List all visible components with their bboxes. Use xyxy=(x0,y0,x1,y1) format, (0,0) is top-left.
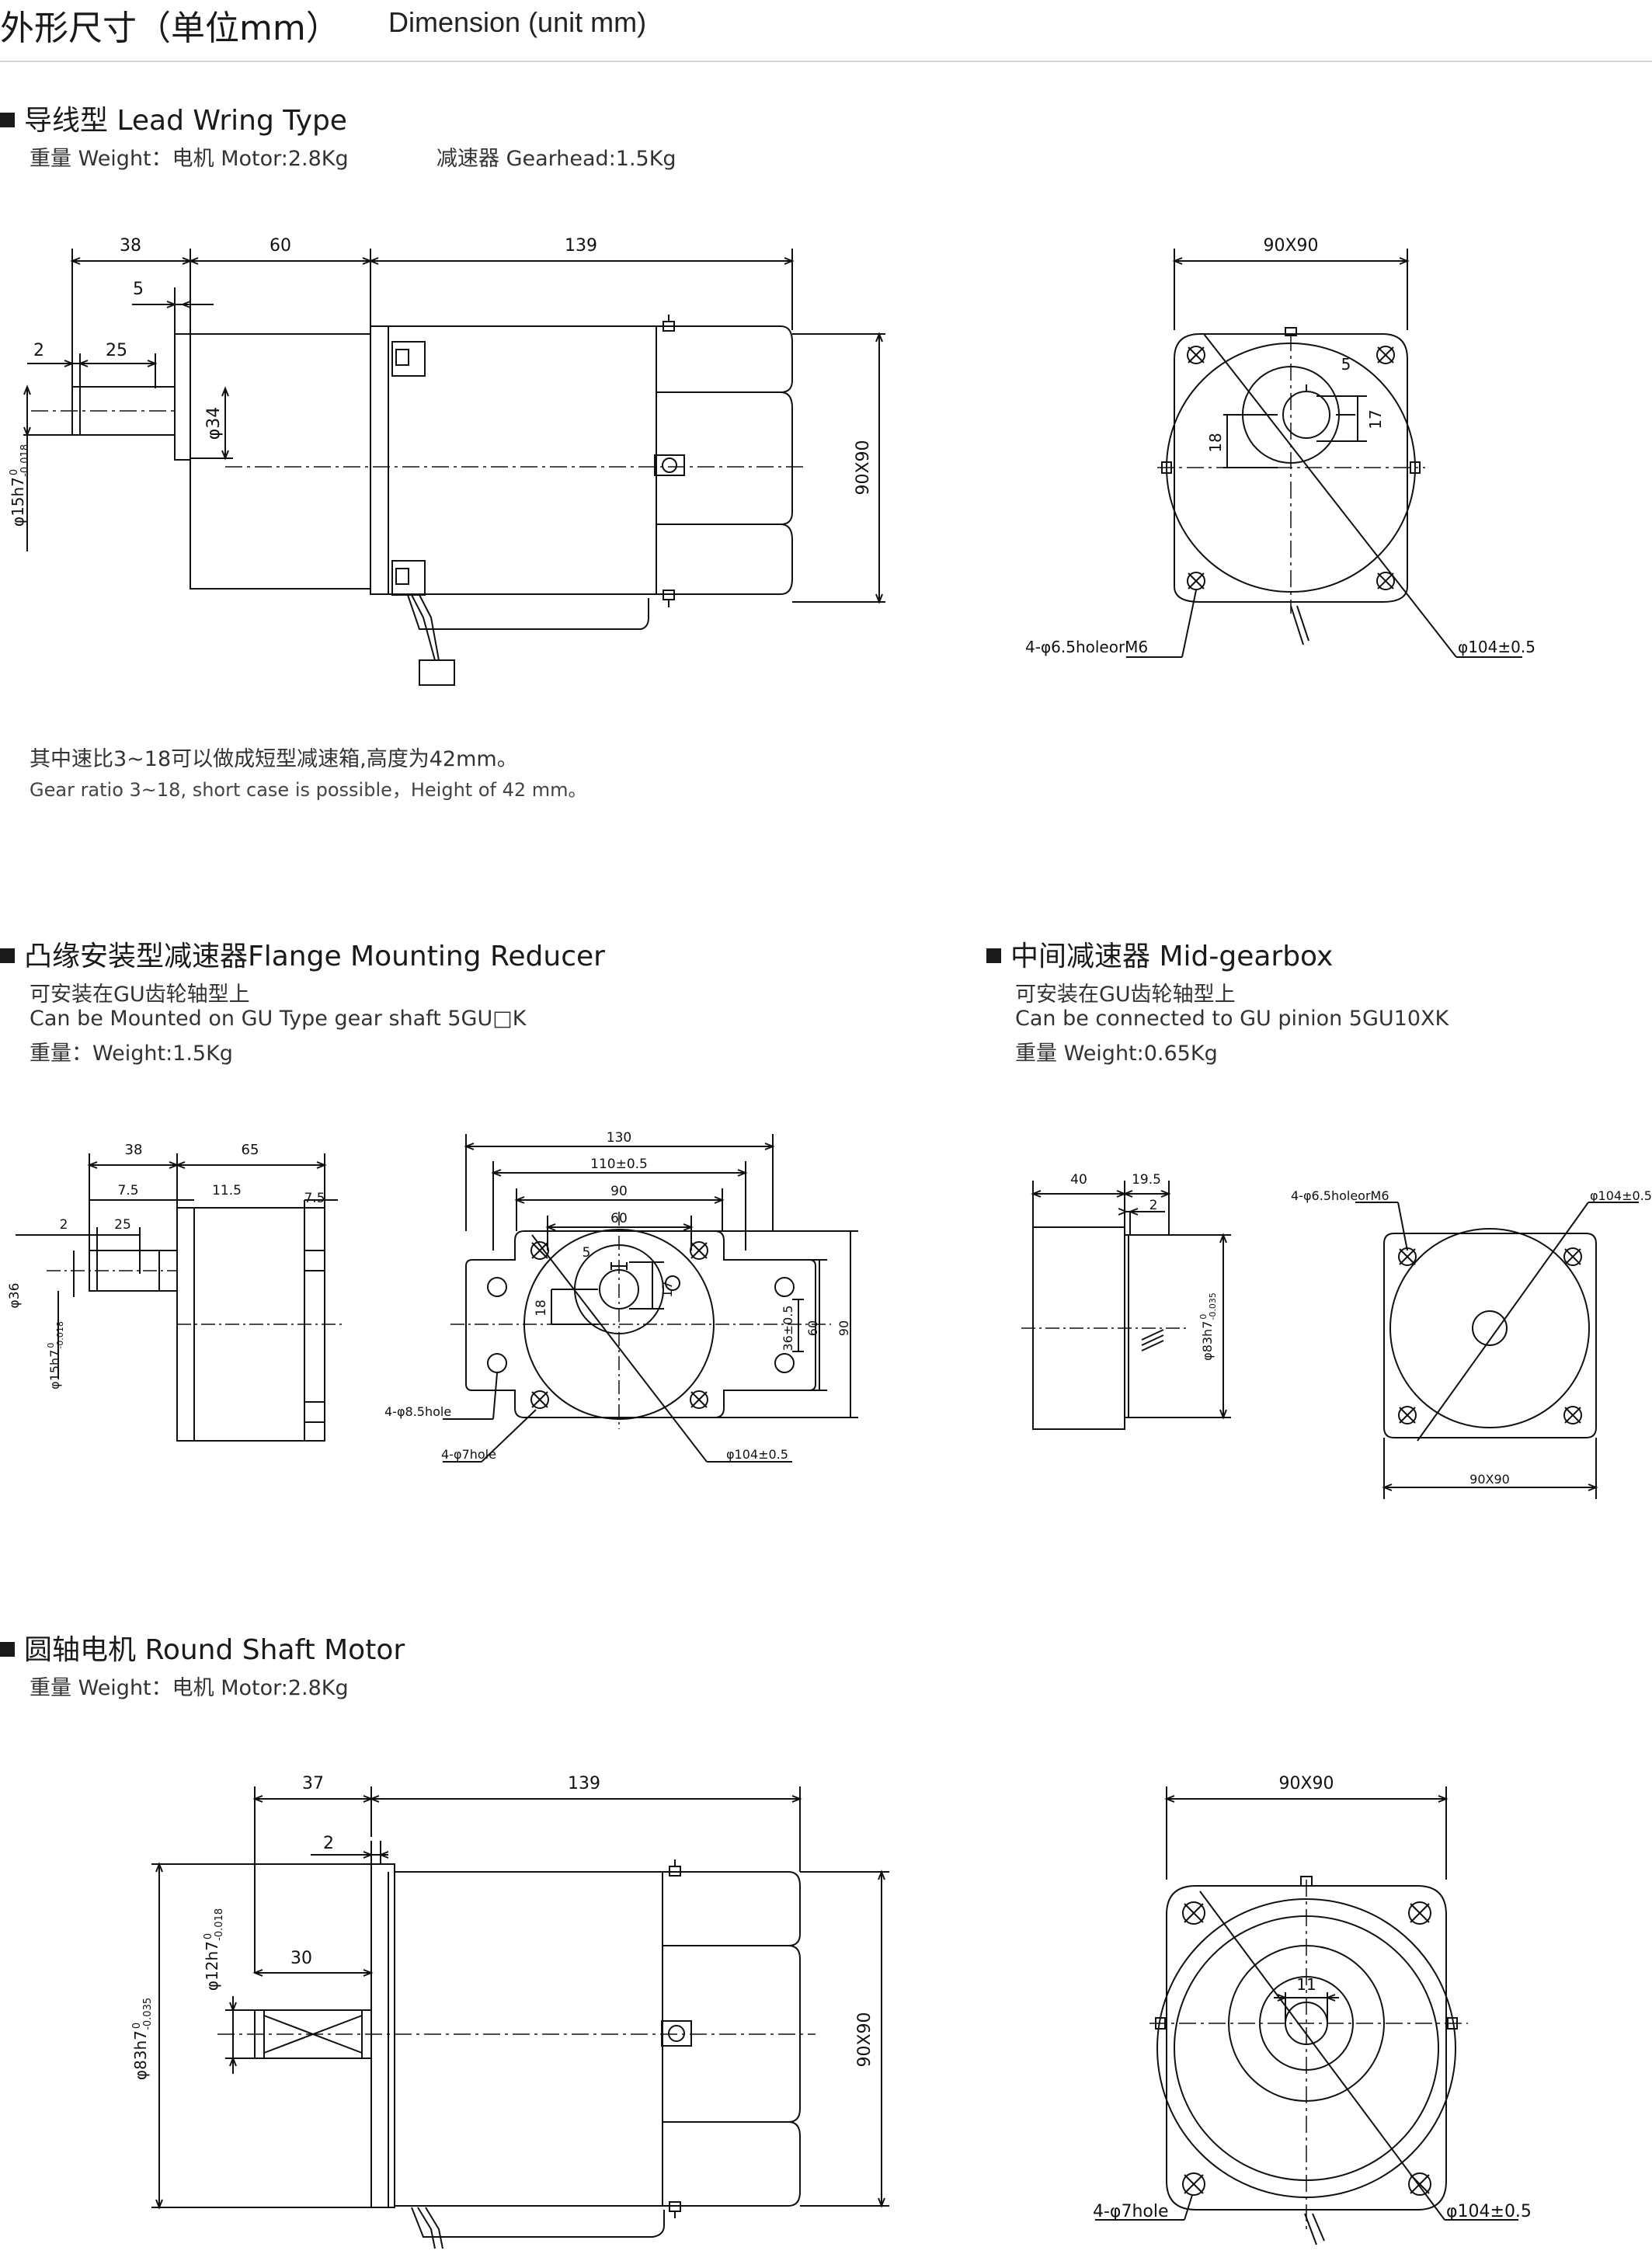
lead-wire-front-view-drawing: 90X90 5 17 18 4-φ6.5holeorM6 φ104±0.5 xyxy=(1025,236,1535,658)
label-outer-diameter: φ104±0.5 xyxy=(1446,2202,1532,2221)
dim-phi36: φ36 xyxy=(7,1283,23,1309)
label-holes-8-5: 4-φ8.5hole xyxy=(384,1404,451,1419)
dim-phi12: φ12h70-0.018 xyxy=(203,1908,225,1991)
dim-37: 37 xyxy=(302,1774,324,1793)
dim-phi83: φ83h70-0.035 xyxy=(131,1998,154,2080)
label-outer-diameter: φ104±0.5 xyxy=(1590,1188,1652,1203)
dim-38: 38 xyxy=(120,236,141,256)
dim-2: 2 xyxy=(323,1834,334,1853)
dim-phi34: φ34 xyxy=(204,407,224,440)
flange-side-view-drawing: 38 65 7.5 11.5 7.5 2 25 φ36 φ15h70-0.018 xyxy=(7,1142,342,1442)
section-title-lead-wire: 导线型 Lead Wring Type xyxy=(0,98,347,138)
dim-2: 2 xyxy=(60,1217,68,1233)
bullet-square-icon xyxy=(0,113,15,127)
dim-139: 139 xyxy=(568,1774,600,1793)
dim-top-90x90: 90X90 xyxy=(1278,1774,1334,1793)
flange-line-3: 重量：Weight:1.5Kg xyxy=(30,1042,233,1066)
round-shaft-side-view-drawing: 37 139 2 30 φ12h70-0.018 φ83h70-0.035 90… xyxy=(131,1774,889,2249)
dim-key-17: 17 xyxy=(660,1281,676,1298)
bullet-square-icon xyxy=(0,1642,15,1657)
section-title-text: 中间减速器 Mid-gearbox xyxy=(1010,941,1334,972)
dim-60: 60 xyxy=(270,236,291,256)
dim-25: 25 xyxy=(114,1217,131,1233)
dim-key-5: 5 xyxy=(583,1245,591,1261)
mid-line-1: 可安装在GU齿轮轴型上 xyxy=(1015,983,1236,1007)
dim-shaft-phi15: φ15h70-0.018 xyxy=(46,1321,65,1390)
dim-60: 60 xyxy=(610,1211,628,1226)
dim-shaft-11: 11 xyxy=(1296,1975,1316,1994)
label-mounting-holes: 4-φ7hole xyxy=(1093,2202,1169,2221)
dim-key-5: 5 xyxy=(1341,355,1351,374)
section-title-text: 凸缘安装型减速器Flange Mounting Reducer xyxy=(24,941,605,972)
lead-weight-motor: 重量 Weight：电机 Motor:2.8Kg xyxy=(30,147,349,171)
dim-38: 38 xyxy=(125,1142,143,1158)
dim-11-5: 11.5 xyxy=(212,1183,242,1198)
dim-36: 36±0.5 xyxy=(781,1305,795,1351)
dim-25: 25 xyxy=(106,341,127,360)
lead-note-cn: 其中速比3~18可以做成短型减速箱,高度为42mm。 xyxy=(30,747,518,771)
dim-2: 2 xyxy=(1149,1198,1158,1213)
dim-139: 139 xyxy=(565,236,597,256)
dim-shaft-phi15: φ15h70-0.018 xyxy=(9,444,31,527)
section-title-flange: 凸缘安装型减速器Flange Mounting Reducer xyxy=(0,934,605,974)
label-holes-7: 4-φ7hole xyxy=(441,1447,496,1462)
dim-key-17: 17 xyxy=(1366,409,1385,429)
section-title-text: 导线型 Lead Wring Type xyxy=(24,105,347,137)
bullet-square-icon xyxy=(986,948,1001,963)
dim-19-5: 19.5 xyxy=(1132,1172,1161,1188)
flange-line-2: Can be Mounted on GU Type gear shaft 5GU… xyxy=(30,1007,527,1031)
page-title-cn: 外形尺寸（单位mm） xyxy=(0,9,340,48)
dim-30: 30 xyxy=(290,1949,312,1968)
dim-5: 5 xyxy=(133,280,144,299)
dim-65: 65 xyxy=(242,1142,259,1158)
round-weight-motor: 重量 Weight：电机 Motor:2.8Kg xyxy=(30,1676,349,1700)
dim-v60: 60 xyxy=(805,1320,820,1336)
mid-line-3: 重量 Weight:0.65Kg xyxy=(1015,1042,1218,1066)
dim-7-5-right: 7.5 xyxy=(304,1191,325,1206)
label-outer-diameter: φ104±0.5 xyxy=(726,1447,788,1462)
dim-130: 130 xyxy=(607,1130,631,1146)
dim-110: 110±0.5 xyxy=(590,1157,648,1172)
dim-key-18: 18 xyxy=(534,1299,549,1317)
dim-40: 40 xyxy=(1070,1172,1087,1188)
section-title-mid-gearbox: 中间减速器 Mid-gearbox xyxy=(986,934,1333,974)
lead-note-en: Gear ratio 3~18, short case is possible，… xyxy=(30,779,587,801)
lead-wire-side-view-drawing: 38 60 139 5 2 25 φ34 φ15h70-0.018 90X90 xyxy=(9,236,885,686)
dim-2: 2 xyxy=(33,341,44,360)
dim-side-90x90: 90X90 xyxy=(855,2012,875,2067)
mid-line-2: Can be connected to GU pinion 5GU10XK xyxy=(1015,1007,1449,1031)
flange-front-view-drawing: 130 110±0.5 90 60 5 17 18 36±0.5 60 90 4… xyxy=(384,1130,858,1463)
dim-top-90x90: 90X90 xyxy=(1263,236,1318,256)
flange-line-1: 可安装在GU齿轮轴型上 xyxy=(30,983,250,1007)
label-mounting-holes: 4-φ6.5holeorM6 xyxy=(1291,1188,1389,1203)
dim-side-90x90: 90X90 xyxy=(854,440,873,495)
mid-gearbox-front-view-drawing: 4-φ6.5holeorM6 φ104±0.5 90X90 xyxy=(1291,1188,1652,1499)
dim-v90: 90 xyxy=(836,1320,851,1336)
bullet-square-icon xyxy=(0,948,15,963)
section-title-text: 圆轴电机 Round Shaft Motor xyxy=(24,1634,405,1666)
mid-gearbox-side-view-drawing: 40 19.5 2 φ83h70-0.035 xyxy=(1021,1172,1231,1430)
section-title-round-shaft: 圆轴电机 Round Shaft Motor xyxy=(0,1627,405,1668)
dim-phi83: φ83h70-0.035 xyxy=(1198,1292,1218,1361)
round-shaft-front-view-drawing: 90X90 11 4-φ7hole φ104±0.5 xyxy=(1093,1774,1532,2245)
dim-90: 90 xyxy=(610,1184,628,1199)
header-divider xyxy=(0,61,1652,62)
page-title-en: Dimension (unit mm) xyxy=(388,6,647,38)
dim-bottom-90x90: 90X90 xyxy=(1469,1472,1510,1487)
lead-weight-gearhead: 减速器 Gearhead:1.5Kg xyxy=(436,147,676,171)
dim-7-5-left: 7.5 xyxy=(117,1183,138,1198)
label-outer-diameter: φ104±0.5 xyxy=(1458,638,1535,656)
dim-key-18: 18 xyxy=(1206,433,1225,452)
label-mounting-holes: 4-φ6.5holeorM6 xyxy=(1025,638,1148,656)
